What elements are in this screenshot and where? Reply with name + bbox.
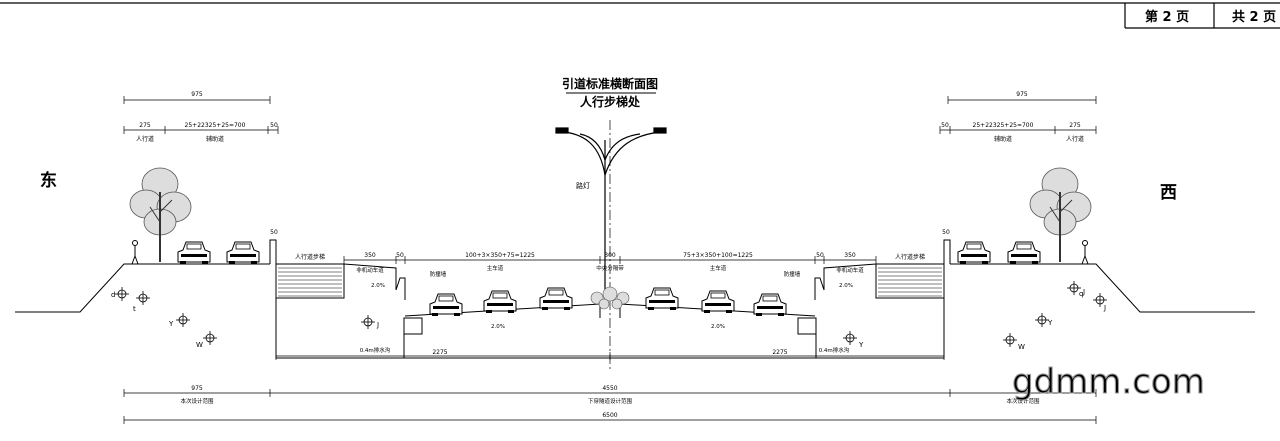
drawing-subtitle: 人行步梯处 — [580, 94, 641, 109]
car-upper-right-1 — [957, 241, 991, 265]
pipe-label-y-left: Y — [168, 320, 174, 328]
dim-right-mainroad: 75+3×350+100=1225 — [683, 252, 753, 259]
car-tunnel-right-1 — [645, 287, 679, 311]
dim-right-wall: 50 — [942, 229, 950, 236]
pipe-label-j-left: J — [376, 321, 379, 329]
bottom-dimensions — [123, 389, 1097, 424]
dim-right-lower: 2275 — [772, 349, 787, 356]
dim-bottom-mid: 4550 — [602, 385, 617, 392]
label-right-nonmotor: 非机动车道 — [836, 266, 864, 274]
label-bottom-right-range: 本次设计范围 — [1006, 397, 1040, 405]
tree-right — [1029, 167, 1092, 263]
label-left-nonmotor: 非机动车道 — [356, 266, 384, 274]
car-tunnel-left-2 — [483, 290, 517, 314]
pedestrian-left — [131, 240, 139, 265]
dim-left-nonmotor: 350 — [364, 252, 376, 259]
dim-left-lower: 2275 — [432, 349, 447, 356]
slope-left-main: 2.0% — [491, 324, 505, 330]
dim-bottom-total: 6500 — [602, 412, 617, 419]
label-lamp: 路灯 — [576, 181, 590, 190]
car-upper-left-2 — [226, 241, 260, 265]
dim-bottom-left: 975 — [191, 385, 203, 392]
label-left-stair: 人行道步梯 — [295, 253, 325, 261]
tree-left — [129, 167, 192, 263]
label-right-drain: 0.4m排水沟 — [819, 346, 850, 354]
car-tunnel-left-1 — [429, 293, 463, 317]
label-left-barrier: 防撞墙 — [430, 270, 447, 278]
dim-left-curb: 50 — [396, 252, 404, 259]
total-label: 共 2 页 — [1232, 9, 1276, 25]
slope-left-nonmotor: 2.0% — [371, 283, 385, 289]
right-stair-hatch — [878, 267, 942, 297]
left-stair-hatch — [278, 267, 342, 297]
label-left-sidewalk: 人行道 — [136, 135, 154, 143]
dim-left-mainroad: 100+3×350+75=1225 — [465, 252, 535, 259]
label-right-barrier: 防撞墙 — [784, 270, 801, 278]
right-top-dimensions — [939, 96, 1097, 134]
direction-east: 东 — [40, 170, 57, 191]
dim-right-edge: 50 — [941, 122, 949, 129]
car-tunnel-right-2 — [701, 290, 735, 314]
watermark: gdmm.com — [1012, 362, 1205, 402]
label-right-aux: 辅助道 — [994, 135, 1012, 143]
pipe-label-y-mid: Y — [858, 341, 864, 349]
dim-right-ramp: 25+22325+25=700 — [973, 122, 1034, 129]
pipe-label-y-right: Y — [1047, 319, 1053, 327]
label-right-sidewalk: 人行道 — [1066, 135, 1084, 143]
car-tunnel-left-3 — [539, 287, 573, 311]
dim-left-edge: 50 — [270, 122, 278, 129]
dim-right-curb: 50 — [816, 252, 824, 259]
label-bottom-mid-range: 下穿隧道设计范围 — [588, 397, 633, 405]
dim-right-top-total: 975 — [1016, 91, 1028, 98]
pipe-label-w-left: W — [196, 341, 203, 349]
dim-right-nonmotor: 350 — [844, 252, 856, 259]
pipe-label-j-far: J — [1082, 288, 1085, 296]
label-left-drain: 0.4m排水沟 — [360, 346, 391, 354]
left-top-dimensions — [123, 96, 279, 134]
car-upper-right-2 — [1007, 241, 1041, 265]
pipe-label-d: d — [111, 291, 115, 299]
dim-left-sidewalk: 275 — [139, 122, 151, 129]
slope-right-main: 2.0% — [711, 324, 725, 330]
label-right-mainroad: 主车道 — [710, 264, 727, 272]
car-upper-left-1 — [177, 241, 211, 265]
label-bottom-left-range: 本次设计范围 — [180, 397, 214, 405]
pipe-label-q: q — [1079, 290, 1083, 298]
label-right-stair: 人行道步梯 — [895, 253, 925, 261]
dim-left-top-total: 975 — [191, 91, 203, 98]
dim-right-sidewalk: 275 — [1069, 122, 1081, 129]
pipe-label-w-right: W — [1018, 343, 1025, 351]
pipe-label-j-right: J — [1103, 304, 1106, 312]
pedestrian-right — [1081, 240, 1089, 265]
page-label: 第 2 页 — [1145, 9, 1189, 25]
slope-right-nonmotor: 2.0% — [839, 283, 853, 289]
street-lamp — [555, 127, 667, 305]
car-tunnel-right-3 — [753, 293, 787, 317]
pipe-label-t: t — [133, 305, 136, 313]
direction-west: 西 — [1160, 183, 1177, 203]
label-left-mainroad: 主车道 — [487, 264, 504, 272]
terrain-outline — [15, 239, 1255, 359]
drawing-title: 引道标准横断面图 — [562, 76, 658, 91]
median-plants — [590, 286, 630, 310]
label-left-aux: 辅助道 — [206, 135, 224, 143]
dim-left-wall: 50 — [270, 229, 278, 236]
dim-left-ramp: 25+22325+25=700 — [185, 122, 246, 129]
